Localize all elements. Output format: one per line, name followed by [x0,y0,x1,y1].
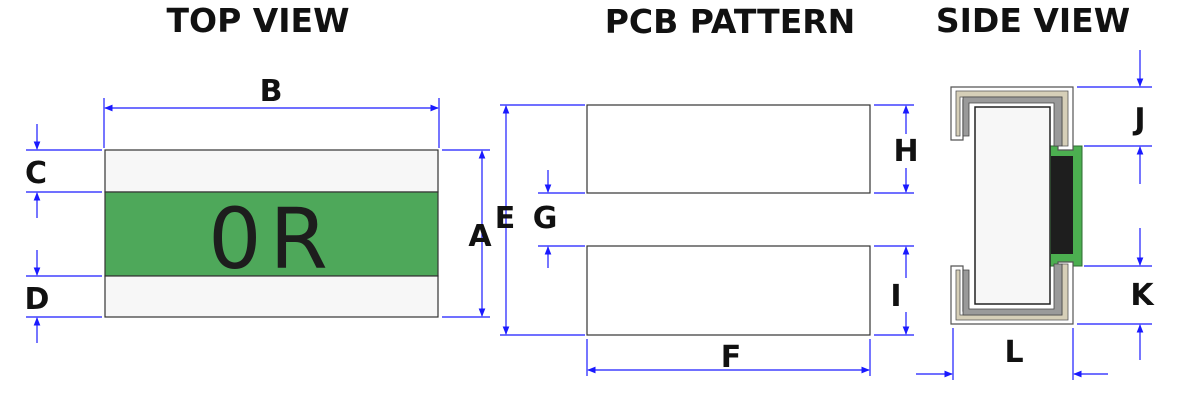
dim-label-h: H [893,134,918,169]
dim-label-g: G [533,201,558,236]
dim-label-b: B [260,74,283,109]
pcb-pad-upper [586,104,871,194]
dim-label-e: E [495,201,516,236]
dim-label-d: D [25,282,50,317]
top-terminal-lower [104,275,439,318]
pcb-pad-lower [586,245,871,336]
pcb-pattern: E G H I F [495,104,922,376]
side-lower-terminal-core [962,263,1063,316]
resistor-marking: 0R [208,190,336,288]
dim-label-f: F [721,340,742,375]
pcb-pattern-title: PCB PATTERN [605,2,856,41]
dim-i-label-bg [892,278,920,312]
side-view: J K L [916,50,1155,380]
top-terminal-upper [104,149,439,193]
dim-label-j: J [1132,102,1145,137]
dim-h-label-bg [890,134,922,168]
dim-label-a: A [468,219,492,254]
top-view: 0R B A C D [25,74,492,343]
resistor-body [104,191,439,277]
dim-label-k: K [1130,278,1155,313]
dim-label-i: I [890,279,901,314]
side-dark-pad [1051,156,1073,254]
side-substrate [974,106,1051,305]
top-view-title: TOP VIEW [167,1,350,40]
dim-label-c: C [25,156,47,191]
side-view-title: SIDE VIEW [936,1,1130,40]
side-upper-terminal-core [962,96,1063,147]
dim-label-l: L [1004,335,1023,370]
